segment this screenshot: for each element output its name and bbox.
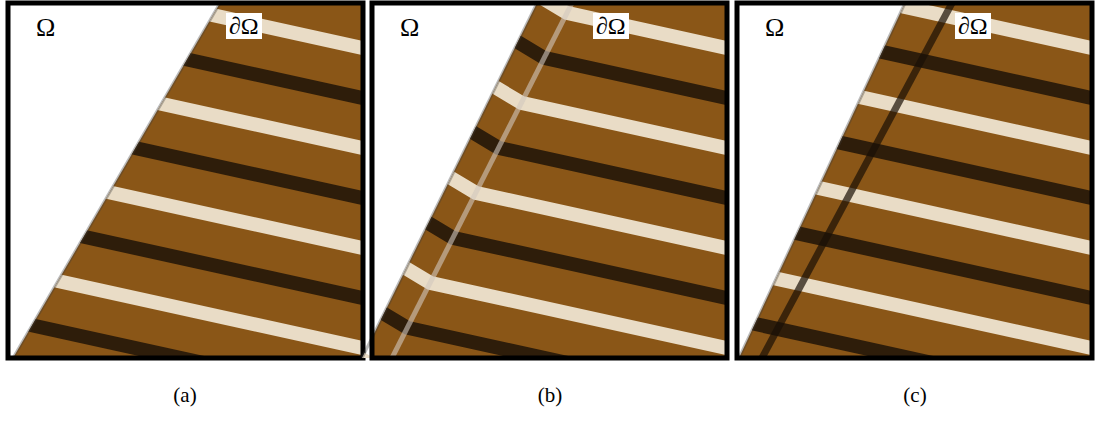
stripe: [0, 0, 383, 53]
dark-line: [762, 3, 952, 358]
stripe: [312, 0, 747, 153]
panel-caption: (a): [173, 385, 196, 406]
stripe: [717, 216, 1101, 303]
boundary-edge: [13, 3, 220, 358]
stripe: [0, 266, 383, 353]
boundary-edge: [739, 3, 905, 358]
stripe: [0, 66, 383, 153]
stripe: [717, 116, 1101, 203]
boundary-symbol: ∂Ω: [955, 13, 991, 39]
stripe: [717, 366, 1101, 423]
stripe: [0, 216, 383, 303]
domain-symbol: Ω: [36, 15, 55, 41]
panel: [312, 0, 747, 423]
stripe: [717, 166, 1101, 253]
domain-symbol: Ω: [765, 15, 784, 41]
material: [717, 0, 1101, 423]
stripe: [312, 271, 747, 403]
stripe: [312, 388, 747, 423]
shift-line: [392, 3, 572, 358]
panel-caption: (c): [903, 385, 926, 406]
stripe: [0, 166, 383, 253]
stripe: [0, 16, 383, 103]
panel: [0, 0, 383, 423]
panel-caption: (b): [538, 385, 563, 406]
stripe: [0, 116, 383, 203]
stripe: [312, 329, 747, 423]
panel-border: [372, 3, 727, 358]
stripe: [312, 36, 747, 203]
boundary-symbol: ∂Ω: [226, 13, 262, 39]
stripe: [312, 95, 747, 253]
stripe: [0, 366, 383, 423]
boundary-edge: [362, 3, 537, 358]
panel-border: [737, 3, 1092, 358]
stripe: [0, 416, 383, 423]
panel: [717, 0, 1101, 423]
panel-border: [8, 3, 363, 358]
stripe: [717, 0, 1101, 53]
boundary-symbol: ∂Ω: [593, 13, 629, 39]
stripe: [717, 416, 1101, 423]
material: [0, 0, 383, 423]
stripe: [312, 153, 747, 302]
domain-symbol: Ω: [400, 15, 419, 41]
material: [312, 0, 747, 423]
stripe: [312, 212, 747, 353]
